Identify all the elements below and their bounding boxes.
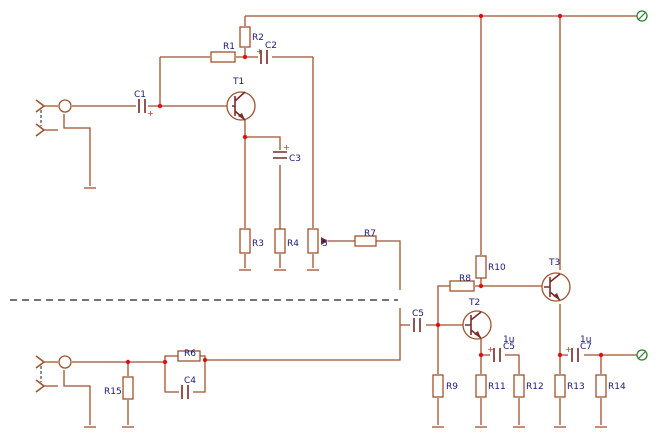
resistor-r4	[274, 228, 286, 254]
svg-text:+: +	[487, 345, 494, 354]
component-labels: R1 R2 C2 C1 T1 C3 R3 R4 5 R7 R6 C4 R15 C…	[104, 33, 626, 397]
resistor-r2	[239, 26, 251, 48]
potentiometer-wiper-icon	[321, 237, 328, 245]
label-c2: C2	[265, 41, 277, 51]
label-r6: R6	[184, 349, 196, 359]
label-r5: 5	[322, 239, 328, 249]
terminal-supply	[636, 10, 648, 22]
capacitor-c5-coupling	[413, 318, 421, 332]
capacitors	[138, 50, 579, 399]
capacitor-c7	[571, 348, 579, 362]
label-c5-value: 1u	[503, 335, 514, 345]
resistor-r1	[210, 51, 236, 63]
resistor-r6	[177, 350, 201, 362]
npn-transistor-icon	[462, 310, 492, 340]
resistor-r8	[449, 280, 475, 292]
resistor-r5	[307, 228, 319, 254]
label-r10: R10	[488, 263, 506, 273]
resistor-r12	[513, 374, 525, 398]
label-r1: R1	[223, 42, 235, 52]
transistor-t3	[541, 272, 571, 302]
label-r8: R8	[459, 274, 471, 284]
resistor-r13	[554, 374, 566, 398]
label-t1: T1	[232, 77, 244, 87]
label-c4: C4	[184, 376, 196, 386]
resistor-r10	[475, 255, 487, 279]
label-r2: R2	[252, 33, 264, 43]
label-c7: C7	[580, 342, 592, 352]
wires	[44, 15, 638, 425]
svg-text:+: +	[147, 109, 154, 118]
svg-text:+: +	[283, 143, 290, 152]
npn-transistor-icon	[541, 272, 571, 302]
terminal-output	[636, 349, 648, 361]
transistor-t1	[226, 91, 256, 121]
label-r15: R15	[104, 387, 122, 397]
resistor-r3	[239, 228, 251, 254]
label-r3: R3	[252, 239, 264, 249]
capacitor-c4	[181, 385, 189, 399]
svg-text:+: +	[256, 47, 263, 56]
label-r13: R13	[567, 382, 585, 392]
label-r12: R12	[526, 382, 544, 392]
capacitor-c2	[260, 50, 268, 64]
label-c3: C3	[289, 154, 301, 164]
capacitor-c1	[138, 99, 146, 113]
label-r4: R4	[287, 239, 299, 249]
capacitor-c5-emitter	[493, 348, 501, 362]
resistor-r9	[432, 374, 444, 398]
resistor-r11	[475, 374, 487, 398]
resistor-r14	[595, 374, 607, 398]
svg-text:+: +	[565, 345, 572, 354]
capacitor-c3	[273, 151, 287, 159]
npn-transistor-icon	[226, 91, 256, 121]
label-t3: T3	[548, 258, 560, 268]
label-r9: R9	[446, 382, 458, 392]
label-t2: T2	[468, 298, 480, 308]
label-c7-value: 1u	[580, 335, 591, 345]
resistors	[122, 26, 607, 400]
grounds	[84, 187, 607, 428]
label-c5-emitter: C5	[503, 342, 515, 352]
junctions	[125, 13, 604, 365]
label-r7: R7	[364, 229, 376, 239]
audio-input-jack-icon	[35, 99, 46, 113]
input-jack-2	[35, 355, 72, 393]
label-r14: R14	[608, 382, 626, 392]
polarity-marks: + + + + +	[147, 47, 572, 354]
resistor-r7	[354, 235, 377, 247]
transistor-t2	[462, 310, 492, 340]
label-r11: R11	[488, 382, 506, 392]
input-jack-1	[35, 99, 72, 137]
label-c1: C1	[134, 90, 146, 100]
audio-input-jack-icon	[35, 355, 46, 369]
label-c5-coupling: C5	[412, 309, 424, 319]
resistor-r15	[122, 376, 134, 400]
